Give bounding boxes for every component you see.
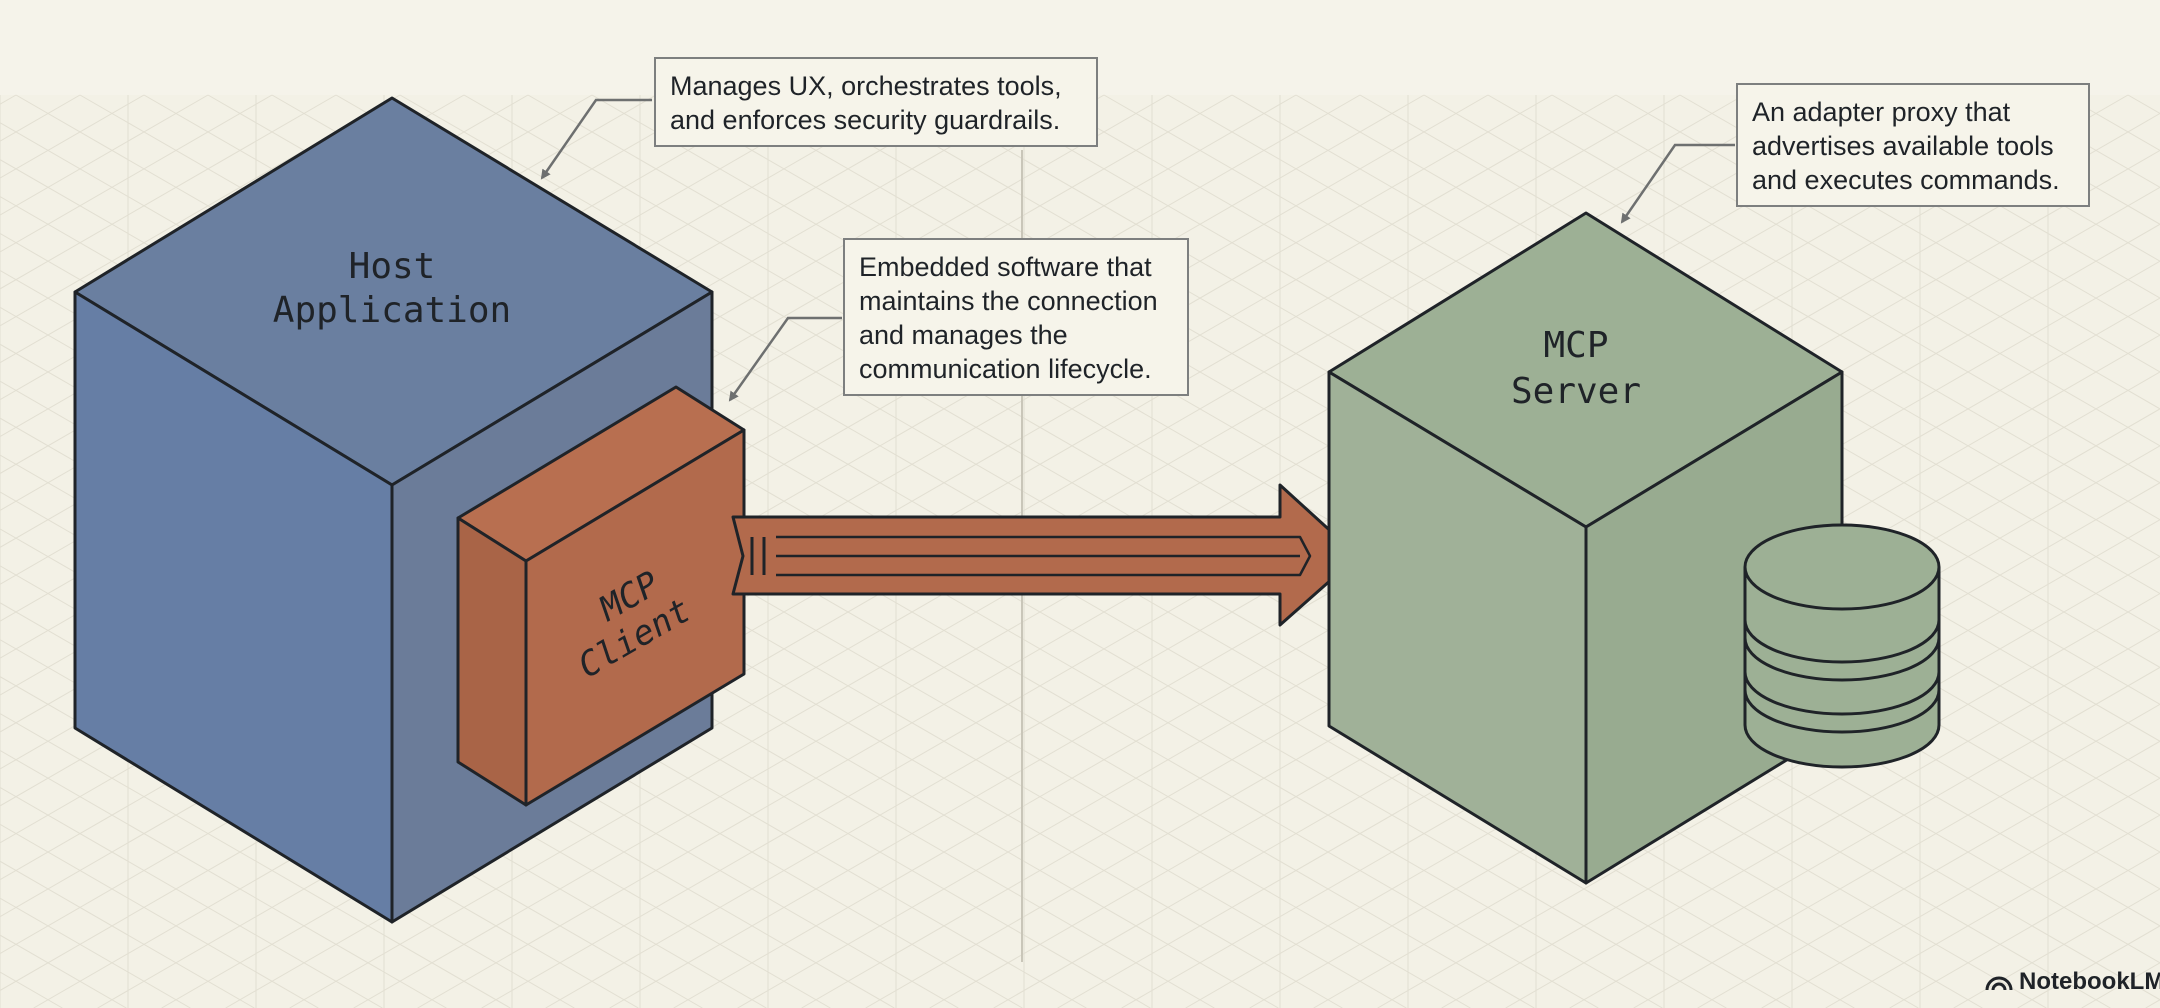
client-callout-line: communication lifecycle. <box>859 354 1152 384</box>
host-callout-line: and enforces security guardrails. <box>670 105 1061 135</box>
grid-line <box>1551 94 2160 447</box>
grid-line <box>1569 666 2160 1008</box>
grid-line <box>1889 851 2160 1008</box>
grid-line <box>2145 999 2160 1008</box>
grid-line <box>1185 445 2160 1008</box>
client-callout-line: maintains the connection <box>859 286 1158 316</box>
grid-line <box>0 712 511 1008</box>
grid-line <box>1423 94 2160 521</box>
grid-line <box>1761 777 2160 1008</box>
client-callout-leader-arrow <box>728 316 842 402</box>
host-callout: Manages UX, orchestrates tools, and enfo… <box>654 57 1098 147</box>
host-callout-line: Manages UX, orchestrates tools, <box>670 71 1062 101</box>
notebooklm-logo-icon <box>1985 976 2013 991</box>
grid-line <box>0 94 17 105</box>
grid-line <box>0 94 337 290</box>
grid-line <box>1633 703 2160 1008</box>
grid-line <box>1807 94 2160 299</box>
server-callout-line: advertises available tools <box>1752 131 2054 161</box>
grid-line <box>1505 629 2160 1008</box>
server-callout: An adapter proxy that advertises availab… <box>1736 83 2090 207</box>
grid-line <box>0 94 401 327</box>
client-box-front-face <box>524 428 746 807</box>
mcp-client-box: MCP Client <box>456 385 746 807</box>
grid-line <box>1249 482 2160 1008</box>
grid-line <box>1871 94 2160 262</box>
mcp-server-cube: MCP Server <box>1327 211 1844 885</box>
grid-line <box>1231 94 2160 632</box>
grid-line <box>2063 94 2160 151</box>
grid-line <box>1743 94 2160 336</box>
server-callout-line: and executes commands. <box>1752 165 2060 195</box>
host-label-line2: Application <box>273 290 511 331</box>
grid-line <box>1487 94 2160 484</box>
grid-line <box>0 786 383 1008</box>
grid-line <box>2081 962 2160 1008</box>
server-callout-line: An adapter proxy that <box>1752 97 2011 127</box>
grid-line <box>1825 814 2160 1008</box>
grid-line <box>1167 94 2160 668</box>
client-callout: Embedded software that maintains the con… <box>843 238 1189 396</box>
grid-line <box>2017 925 2160 1008</box>
grid-line <box>0 971 63 1008</box>
grid-line <box>2127 94 2160 115</box>
host-callout-leader-arrow <box>540 98 652 180</box>
connection-arrow <box>731 483 1360 627</box>
server-label-line2: Server <box>1511 371 1641 412</box>
grid-line <box>0 823 319 1008</box>
grid-line <box>1679 94 2160 373</box>
grid-line <box>0 528 831 1008</box>
client-box-left-face <box>456 516 528 807</box>
grid-line <box>1615 94 2160 410</box>
grid-line <box>1697 740 2160 1008</box>
server-label-line1: MCP <box>1543 325 1608 366</box>
watermark-text: NotebookLM <box>2019 968 2160 995</box>
client-callout-line: Embedded software that <box>859 252 1152 282</box>
server-callout-leader-arrow <box>1620 143 1735 224</box>
grid-line <box>1441 592 2160 1008</box>
notebooklm-watermark: NotebookLM <box>1985 968 2160 996</box>
database-icon <box>1743 523 1941 769</box>
grid-line <box>1377 556 2160 1008</box>
arrow-inner-track <box>776 535 1312 577</box>
grid-line <box>0 749 447 1008</box>
host-label-line1: Host <box>349 246 436 287</box>
grid-line <box>0 94 273 253</box>
client-callout-line: and manages the <box>859 320 1068 350</box>
